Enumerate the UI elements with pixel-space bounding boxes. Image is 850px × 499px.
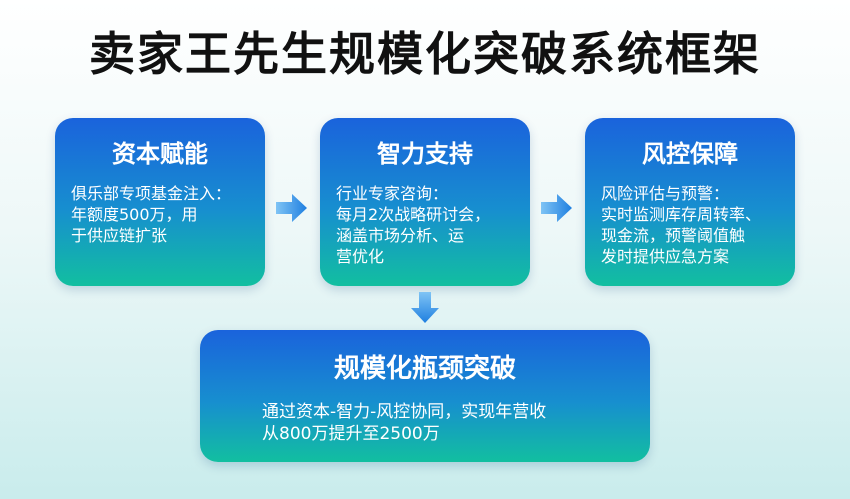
intel-line: 营优化 bbox=[336, 247, 385, 266]
result-heading: 规模化瓶颈突破 bbox=[333, 354, 516, 384]
result-description: 通过资本-智力-风控协同，实现年营收 从800万提升至2500万 bbox=[262, 401, 650, 445]
intel-line: 涵盖市场分析、运 bbox=[336, 226, 465, 245]
risk-description: 风险评估与预警： 实时监测库存周转率、 现金流，预警阈值触 发时提供应急方案 bbox=[601, 183, 781, 267]
capital-line: 俱乐部专项基金注入： bbox=[71, 184, 232, 203]
result-line: 从800万提升至2500万 bbox=[262, 424, 440, 444]
intel-card: 智力支持 行业专家咨询： 每月2次战略研讨会， 涵盖市场分析、运 营优化 bbox=[320, 118, 530, 286]
capital-heading: 资本赋能 bbox=[112, 140, 208, 168]
arrow-right-icon bbox=[276, 194, 307, 222]
capital-card: 资本赋能 俱乐部专项基金注入： 年额度500万，用 于供应链扩张 bbox=[55, 118, 265, 286]
intel-line: 行业专家咨询： bbox=[336, 184, 449, 203]
result-line: 通过资本-智力-风控协同，实现年营收 bbox=[262, 402, 547, 422]
page-title: 卖家王先生规模化突破系统框架 bbox=[89, 27, 761, 81]
intel-line: 每月2次战略研讨会， bbox=[336, 205, 491, 224]
intel-heading: 智力支持 bbox=[377, 140, 473, 168]
capital-line: 年额度500万，用 bbox=[71, 205, 198, 224]
risk-line: 风险评估与预警： bbox=[601, 184, 730, 203]
risk-line: 现金流，预警阈值触 bbox=[601, 226, 746, 245]
risk-heading: 风控保障 bbox=[642, 140, 738, 168]
risk-line: 实时监测库存周转率、 bbox=[601, 205, 762, 224]
result-card: 规模化瓶颈突破 通过资本-智力-风控协同，实现年营收 从800万提升至2500万 bbox=[200, 330, 650, 462]
arrow-down-icon bbox=[411, 292, 439, 323]
risk-card: 风控保障 风险评估与预警： 实时监测库存周转率、 现金流，预警阈值触 发时提供应… bbox=[585, 118, 795, 286]
arrow-right-icon bbox=[541, 194, 572, 222]
intel-description: 行业专家咨询： 每月2次战略研讨会， 涵盖市场分析、运 营优化 bbox=[336, 183, 516, 267]
capital-description: 俱乐部专项基金注入： 年额度500万，用 于供应链扩张 bbox=[71, 183, 251, 246]
risk-line: 发时提供应急方案 bbox=[601, 247, 730, 266]
capital-line: 于供应链扩张 bbox=[71, 226, 168, 245]
